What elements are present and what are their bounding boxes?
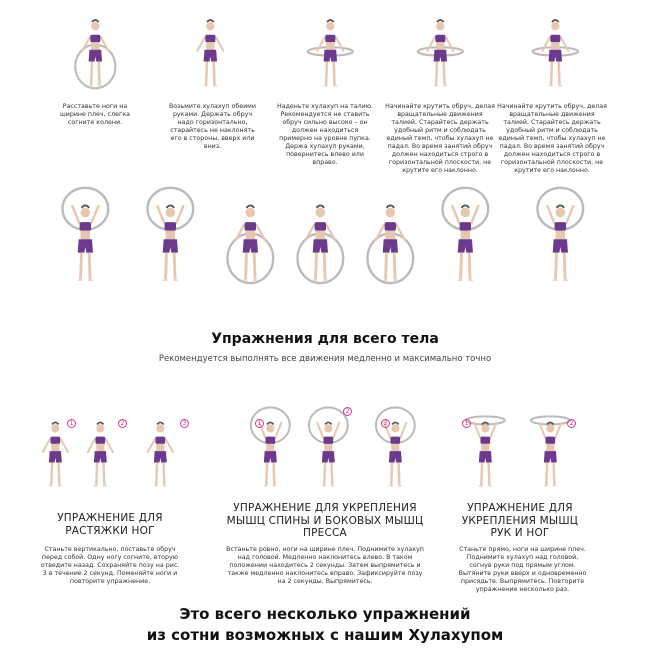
- closing-line-1: Это всего несколько упражнений: [179, 605, 471, 623]
- exercise-figure-illustration: [522, 405, 579, 490]
- exercise-2-text: Встаньте ровно, ноги на ширине плеч. Под…: [226, 546, 424, 585]
- step-number: 2: [567, 419, 576, 428]
- step-4-caption: Начинайте крутить обруч, делая вращатель…: [385, 103, 495, 174]
- step-number: 2: [343, 407, 352, 416]
- exercise-figure-illustration: [301, 2, 360, 90]
- step-number: 1: [255, 419, 264, 428]
- exercise-1-title: УПРАЖНЕНИЕ ДЛЯ РАСТЯЖКИ НОГ: [57, 512, 163, 537]
- exercise-figure-illustration: [27, 405, 84, 490]
- step-1-caption: Расставьте ноги на ширине плеч, слегка с…: [59, 103, 130, 126]
- step-number: 1: [462, 419, 471, 428]
- step-number: 3: [180, 419, 189, 428]
- exercise-figure-illustration: [72, 405, 129, 490]
- step-5-caption: Начинайте крутить обруч, делая вращатель…: [497, 103, 607, 174]
- exercise-figure-illustration: [357, 185, 424, 285]
- exercise-figure-illustration: [526, 2, 585, 90]
- exercise-3-text: Станьте прямо, ноги на ширине плеч. Подн…: [458, 546, 587, 593]
- exercise-figure-illustration: [242, 405, 299, 490]
- step-3-caption: Наденьте хулахуп на талию. Рекомендуется…: [276, 103, 374, 166]
- exercise-2-title: УПРАЖНЕНИЕ ДЛЯ УКРЕПЛЕНИЯ МЫШЦ СПИНЫ И Б…: [226, 502, 424, 539]
- section-subtitle: Рекомендуется выполнять все движения мед…: [158, 354, 492, 364]
- exercise-figure-illustration: [527, 185, 594, 285]
- exercise-figure-illustration: [66, 2, 125, 90]
- exercise-figure-illustration: [137, 185, 204, 285]
- step-number: 1: [67, 419, 76, 428]
- step-number: 3: [381, 419, 390, 428]
- exercise-figure-illustration: [457, 405, 514, 490]
- step-2-caption: Возьмите хулахуп обеими руками. Держать …: [168, 103, 257, 150]
- exercise-figure-illustration: [432, 185, 499, 285]
- closing-line-2: из сотни возможных с нашим Хулахупом: [146, 626, 504, 644]
- exercise-figure-illustration: [367, 405, 424, 490]
- exercise-figure-illustration: [287, 185, 354, 285]
- exercise-figure-illustration: [181, 2, 240, 90]
- step-number: 2: [118, 419, 127, 428]
- exercise-figure-illustration: [300, 405, 357, 490]
- section-title: Упражнения для всего тела: [211, 331, 439, 347]
- exercise-3-title: УПРАЖНЕНИЕ ДЛЯ УКРЕПЛЕНИЯ МЫШЦ РУК И НОГ: [461, 502, 579, 539]
- exercise-figure-illustration: [52, 185, 119, 285]
- exercise-figure-illustration: [411, 2, 470, 90]
- exercise-figure-illustration: [217, 185, 284, 285]
- exercise-1-text: Станьте вертикально, поставьте обруч пер…: [40, 546, 180, 585]
- exercise-figure-illustration: [132, 405, 189, 490]
